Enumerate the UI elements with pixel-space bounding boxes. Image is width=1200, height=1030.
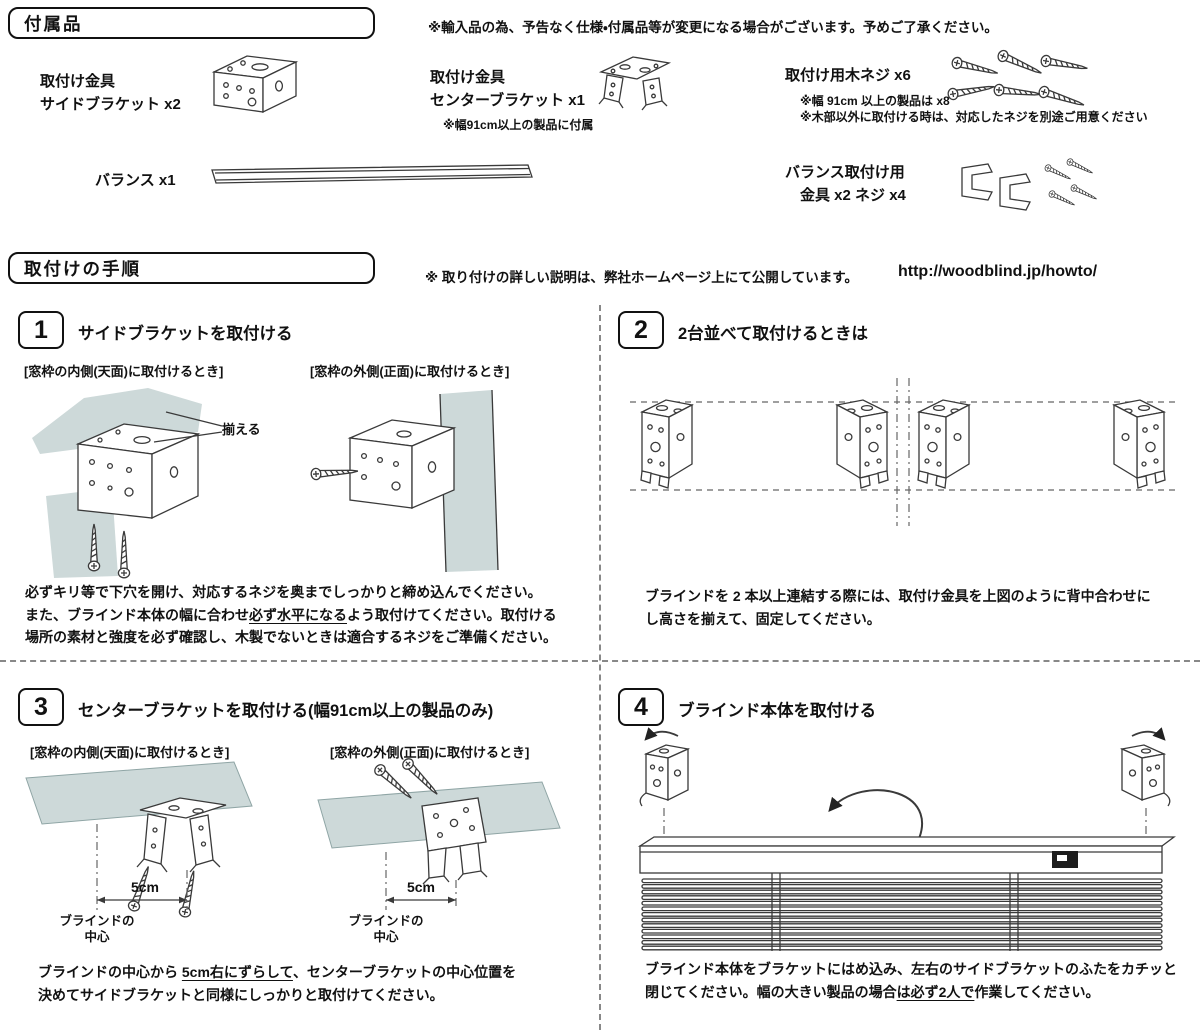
screw-icon bbox=[1043, 163, 1073, 183]
blind-center-label-inside: ブラインドの 中心 bbox=[59, 914, 135, 945]
side-bracket-illustration bbox=[211, 55, 299, 114]
screw-icon bbox=[1039, 54, 1089, 75]
step3-desc-part1: ブラインドの中心から bbox=[38, 964, 182, 980]
bracket-icon bbox=[639, 744, 689, 807]
step3-title: センターブラケットを取付ける(幅91cm以上の製品のみ) bbox=[78, 702, 494, 720]
screw-icon bbox=[1069, 183, 1099, 203]
center-bracket-illustration bbox=[598, 56, 672, 111]
wood-screws-note-2: ※木部以外に取付ける時は、対応したネジを別途ご用意ください bbox=[800, 110, 1148, 124]
step3-caption-inside: [窓枠の内側(天面)に取付けるとき] bbox=[30, 745, 230, 760]
step3-number-badge: 3 bbox=[18, 688, 64, 726]
center-bracket-note: ※幅91cm以上の製品に付属 bbox=[443, 118, 594, 132]
step3-desc-part2: 、センターブラケットの中心位置を 決めてサイドブラケットと同様にしっかりと取付け… bbox=[38, 964, 517, 1003]
step2-title: 2台並べて取付けるときは bbox=[678, 325, 869, 343]
step1-description: 必ずキリ等で下穴を開け、対応するネジを奥までしっかりと締め込んでください。 また… bbox=[25, 581, 603, 649]
step1-outside-illustration bbox=[310, 389, 499, 573]
step1-caption-inside: [窓枠の内側(天面)に取付けるとき] bbox=[24, 364, 224, 379]
wood-screws-label: 取付け用木ネジ x6 bbox=[785, 67, 911, 84]
step4-description: ブラインド本体をブラケットにはめ込み、左右のサイドブラケットのふたをカチッと 閉… bbox=[645, 958, 1190, 1003]
align-label: 揃える bbox=[222, 422, 261, 437]
bracket-icon bbox=[917, 399, 970, 489]
screw-icon bbox=[950, 55, 1000, 80]
bracket-icon bbox=[640, 399, 693, 489]
step2-illustration bbox=[630, 378, 1176, 526]
valance-clip-icon bbox=[961, 163, 993, 201]
column-divider bbox=[599, 305, 601, 1030]
howto-url: http://woodblind.jp/howto/ bbox=[898, 263, 1098, 280]
procedure-section-title: 取付けの手順 bbox=[8, 252, 375, 284]
dim-5cm-inside: 5cm bbox=[130, 879, 160, 895]
center-bracket-label: 取付け金具 センターブラケット x1 bbox=[430, 69, 585, 110]
bracket-icon bbox=[836, 399, 889, 489]
step1-desc-underlined: 必ず水平になる bbox=[249, 606, 347, 623]
screw-icon bbox=[946, 80, 996, 101]
step1-desc-part1: 必ずキリ等で下穴を開け、対応するネジを奥までしっかりと締め込んでください。 また… bbox=[25, 584, 542, 623]
valance-illustration bbox=[211, 164, 533, 184]
valance-label: バランス x1 bbox=[95, 172, 176, 189]
screw-icon bbox=[117, 530, 131, 579]
row-divider bbox=[0, 660, 1200, 662]
accessories-notice: ※輸入品の為、予告なく仕様・付属品等が変更になる場合がございます。予めご了承くだ… bbox=[428, 20, 998, 35]
step4-title: ブラインド本体を取付ける bbox=[678, 702, 876, 720]
step4-illustration bbox=[637, 727, 1176, 951]
step3-desc-underlined: 5cm右にずらして bbox=[181, 964, 293, 980]
step3-outside-illustration bbox=[317, 756, 561, 910]
screw-icon bbox=[995, 48, 1045, 79]
accessories-section-title: 付属品 bbox=[8, 7, 375, 39]
valance-clip-icon bbox=[999, 173, 1031, 211]
blind-center-label-outside: ブラインドの 中心 bbox=[348, 914, 424, 945]
screw-icon bbox=[177, 869, 200, 919]
valance-hardware-illustration bbox=[961, 157, 1099, 211]
step1-desc-part2: よう取付けてください。取付ける 場所の素材と強度を必ず確認し、木製でないときは適… bbox=[25, 606, 557, 646]
step1-inside-illustration bbox=[32, 388, 223, 579]
step4-desc-part1: ブラインド本体をブラケットにはめ込み、左右のサイドブラケットのふたをカチッと 閉… bbox=[645, 961, 1177, 1000]
step4-desc-part2: 作業してください。 bbox=[974, 983, 1100, 1000]
side-bracket-label: 取付け金具 サイドブラケット x2 bbox=[40, 73, 181, 114]
screw-icon bbox=[1037, 84, 1087, 111]
step4-number-badge: 4 bbox=[618, 688, 664, 726]
step2-number-badge: 2 bbox=[618, 311, 664, 349]
step3-description: ブラインドの中心から 5cm右にずらして、センターブラケットの中心位置を 決めて… bbox=[38, 961, 586, 1006]
bracket-icon bbox=[1113, 399, 1166, 489]
step1-number-badge: 1 bbox=[18, 311, 64, 349]
screw-icon bbox=[1065, 157, 1095, 177]
bracket-icon bbox=[1121, 744, 1171, 807]
dim-5cm-outside: 5cm bbox=[406, 879, 436, 895]
step4-desc-underlined: は必ず2人で bbox=[896, 983, 975, 1000]
wood-screws-note-1: ※幅 91cm 以上の製品は x8 bbox=[800, 94, 950, 108]
screw-icon bbox=[1047, 189, 1077, 209]
step2-description: ブラインドを 2 本以上連結する際には、取付け金具を上図のように背中合わせに し… bbox=[645, 588, 1151, 627]
step1-title: サイドブラケットを取付ける bbox=[78, 325, 293, 343]
procedure-notice: ※ 取り付けの詳しい説明は、弊社ホームページ上にて公開しています。 bbox=[425, 270, 858, 285]
valance-hardware-label: バランス取付け用 金具 x2 ネジ x4 bbox=[785, 164, 906, 205]
step3-caption-outside: [窓枠の外側(正面)に取付けるとき] bbox=[330, 745, 530, 760]
step1-caption-outside: [窓枠の外側(正面)に取付けるとき] bbox=[310, 364, 510, 379]
screw-icon bbox=[992, 83, 1043, 101]
step3-inside-illustration bbox=[25, 761, 253, 919]
